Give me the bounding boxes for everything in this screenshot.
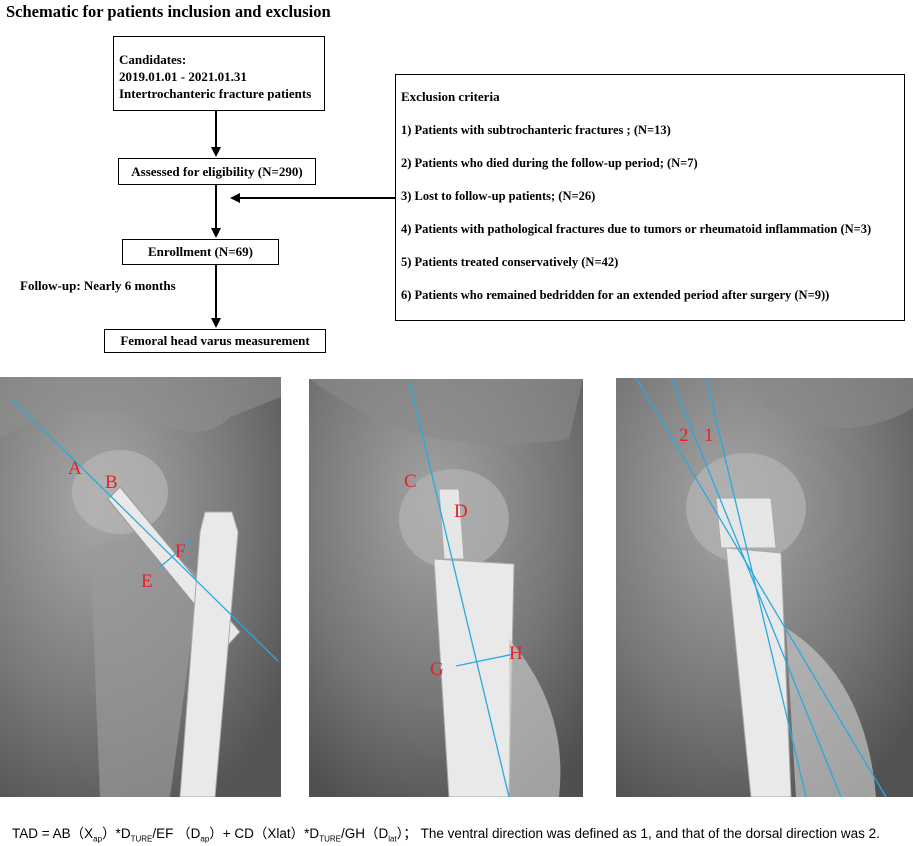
exclusion-item: 3) Lost to follow-up patients; (N=26): [401, 189, 596, 203]
formula-part: ）*D: [102, 826, 131, 841]
xray-image-direction: 2 1: [616, 378, 913, 797]
femoral-box: Femoral head varus measurement: [104, 329, 326, 353]
point-label-g: G: [430, 659, 444, 680]
candidates-line: Intertrochanteric fracture patients: [119, 86, 312, 101]
enrollment-box: Enrollment (N=69): [122, 239, 279, 265]
followup-label: Follow-up: Nearly 6 months: [20, 278, 176, 293]
formula-sub: lat: [388, 834, 397, 844]
exclusion-item: 4) Patients with pathological fractures …: [401, 222, 872, 236]
formula-part: /EF （D: [152, 826, 201, 841]
direction-label-2: 2: [679, 425, 689, 446]
candidates-line: Candidates:: [119, 52, 187, 67]
formula-part: ）； The ventral direction was defined as …: [396, 826, 880, 841]
femoral-label: Femoral head varus measurement: [120, 333, 310, 348]
formula-sub: TURE: [130, 834, 153, 844]
point-label-e: E: [141, 571, 153, 592]
formula-sub: ap: [93, 834, 103, 844]
figure-title: Schematic for patients inclusion and exc…: [6, 2, 331, 21]
xray-image-lateral: C D G H: [309, 379, 583, 797]
point-label-d: D: [454, 501, 468, 522]
candidates-box: Candidates: 2019.01.01 - 2021.01.31 Inte…: [113, 36, 325, 111]
formula-part: TAD = AB（X: [12, 826, 94, 841]
tad-formula: TAD = AB（Xap）*DTURE/EF （Dap）+ CD（Xlat）*D…: [12, 822, 880, 844]
direction-label-1: 1: [704, 425, 714, 446]
formula-sub: ap: [200, 834, 210, 844]
xray-panel-direction: 2 1: [616, 378, 913, 797]
point-label-a: A: [68, 458, 82, 479]
point-label-h: H: [509, 643, 523, 664]
enrollment-label: Enrollment (N=69): [147, 244, 254, 259]
point-label-f: F: [175, 541, 186, 562]
assessed-box: Assessed for eligibility (N=290): [118, 158, 316, 185]
exclusion-item: 1) Patients with subtrochanteric fractur…: [401, 123, 671, 137]
assessed-label: Assessed for eligibility (N=290): [131, 163, 303, 179]
flow-arrows: [211, 111, 395, 328]
point-label-c: C: [404, 471, 417, 492]
xray-image-ap: A B E F: [0, 377, 281, 797]
xray-panel-ap: A B E F: [0, 377, 281, 797]
exclusion-item: 6) Patients who remained bedridden for a…: [401, 288, 830, 302]
exclusion-title: Exclusion criteria: [401, 89, 500, 104]
formula-sub: TURE: [319, 834, 341, 844]
formula-part: /GH（D: [340, 826, 389, 841]
exclusion-item: 5) Patients treated conservatively (N=42…: [401, 255, 619, 269]
xray-panel-lateral: C D G H: [309, 379, 583, 797]
exclusion-item: 2) Patients who died during the follow-u…: [401, 156, 698, 170]
point-label-b: B: [105, 472, 118, 493]
formula-part: ）+ CD（Xlat）*D: [209, 826, 320, 841]
exclusion-box: Exclusion criteria 1) Patients with subt…: [395, 74, 905, 321]
candidates-line: 2019.01.01 - 2021.01.31: [119, 69, 247, 84]
